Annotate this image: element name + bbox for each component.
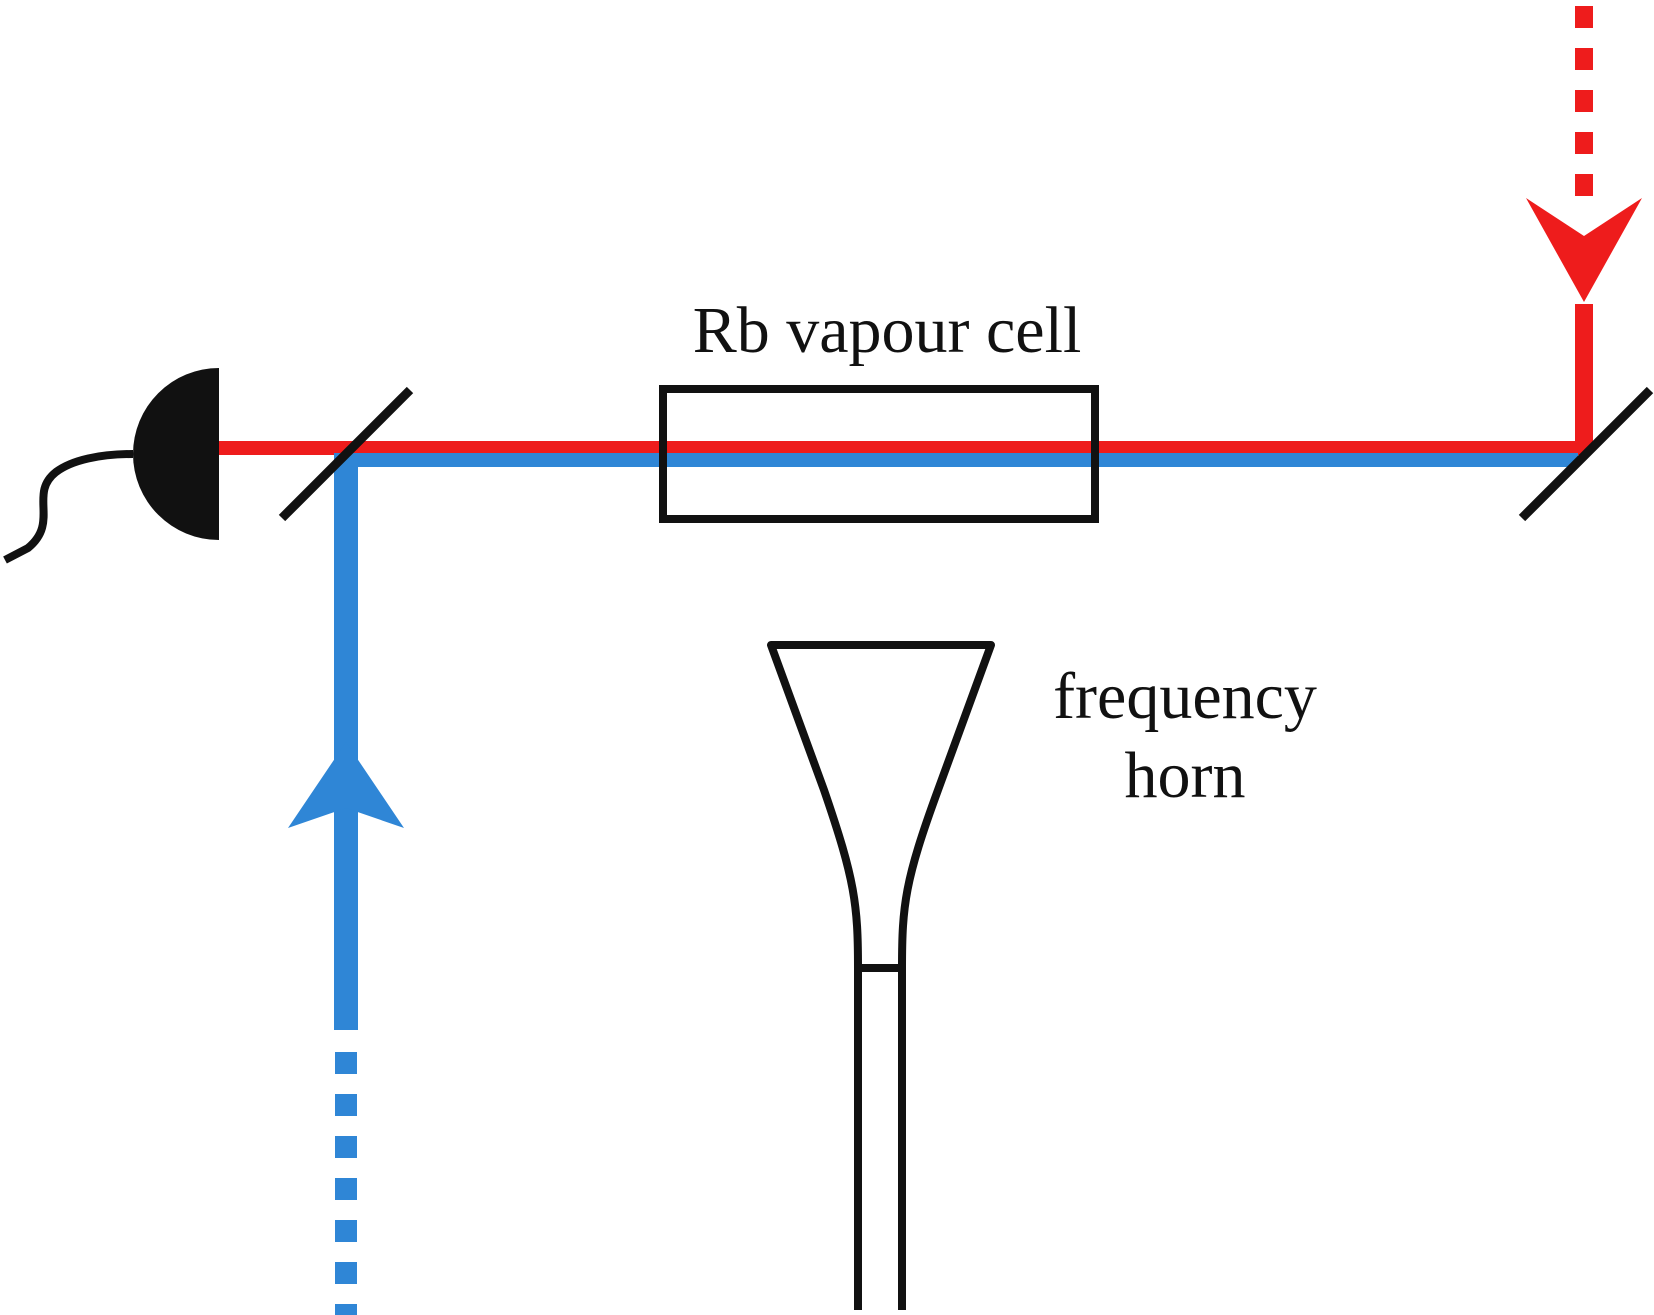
frequency-horn [767, 641, 995, 1310]
horn-label-line1: frequency [1053, 660, 1317, 733]
detector-head-icon [133, 368, 219, 540]
photodetector [3, 368, 219, 564]
mirror-left [278, 386, 414, 522]
mirror-right [1518, 386, 1654, 522]
horn-label-line2: horn [1125, 739, 1246, 812]
detector-cable [3, 450, 134, 564]
horn-flare [767, 641, 995, 972]
vapour-cell-label: Rb vapour cell [693, 294, 1082, 367]
blue-beam [288, 453, 1578, 1315]
red-beam-arrowhead [1526, 198, 1642, 302]
red-beam [218, 6, 1642, 455]
vapour-cell-rectangle [659, 385, 1099, 523]
blue-beam-arrowhead [288, 742, 404, 828]
